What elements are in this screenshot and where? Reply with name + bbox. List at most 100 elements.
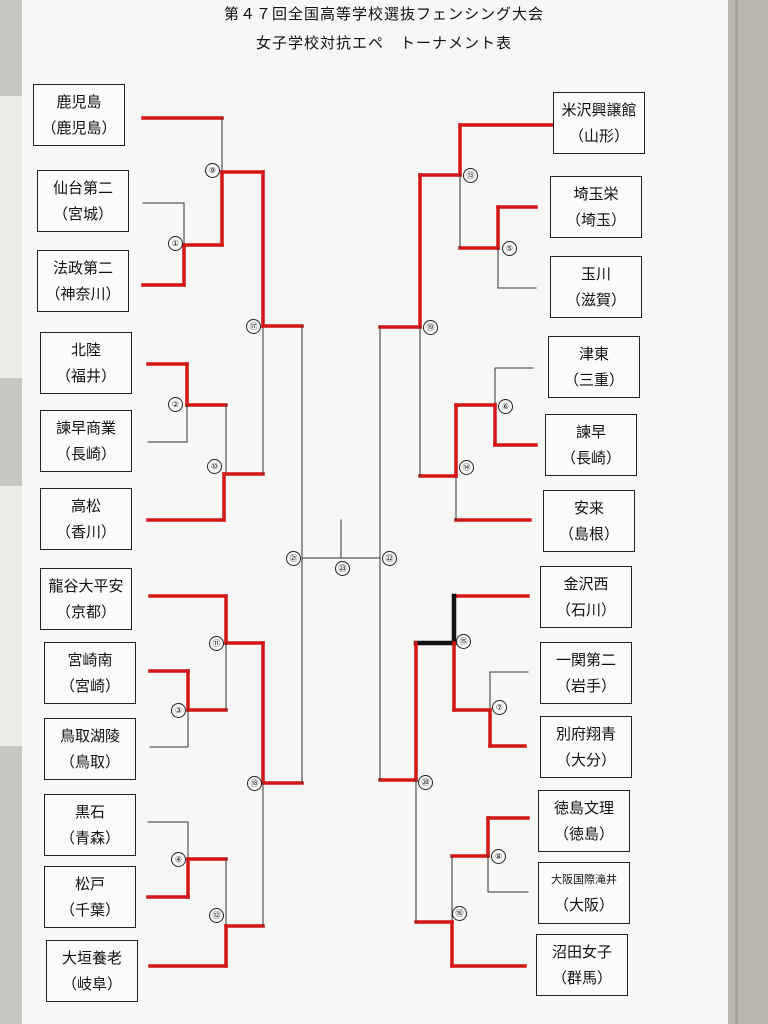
team-box: 高松 （香川） (40, 488, 132, 550)
match-number: ⑨ (205, 163, 220, 178)
team-name: 北陸 (70, 340, 101, 359)
team-name: 鳥取湖陵 (59, 726, 120, 745)
match-number: ⑧ (491, 849, 506, 864)
team-prefecture: （滋賀） (565, 290, 626, 309)
team-name: 法政第二 (52, 258, 113, 277)
team-prefecture: （長崎） (55, 444, 116, 463)
team-box: 米沢興譲館 （山形） (553, 92, 645, 154)
adjacent-sheet-edge (0, 96, 22, 378)
team-box: 別府翔青 （大分） (540, 716, 632, 778)
match-number: ⑮ (456, 634, 471, 649)
team-prefecture: （山形） (568, 126, 629, 145)
match-number: ㉓ (335, 561, 350, 576)
match-number: ⑥ (498, 399, 513, 414)
team-name: 宮崎南 (67, 650, 113, 669)
team-prefecture: （宮崎） (59, 676, 120, 695)
team-prefecture: （千葉） (59, 900, 120, 919)
match-number: ⑤ (502, 241, 517, 256)
team-box: 沼田女子 （群馬） (536, 934, 628, 996)
team-name: 諫早 (575, 422, 606, 441)
team-prefecture: （京都） (55, 602, 116, 621)
team-name: 沼田女子 (551, 942, 612, 961)
team-box: 大阪国際滝井（大阪） (538, 862, 630, 924)
team-box: 安来 （島根） (543, 490, 635, 552)
team-name: 玉川 (580, 264, 611, 283)
page-title: 第４７回全国高等学校選抜フェンシング大会 (223, 5, 544, 23)
team-prefecture: （岩手） (555, 676, 616, 695)
team-name: 津東 (578, 344, 609, 363)
team-box: 大垣養老 （岐阜） (46, 940, 138, 1002)
team-name: 徳島文理 (553, 798, 614, 817)
team-name: 黒石 (74, 802, 105, 821)
team-prefecture: （大分） (555, 750, 616, 769)
team-prefecture: （徳島） (553, 824, 614, 843)
team-box: 徳島文理 （徳島） (538, 790, 630, 852)
team-prefecture: （青森） (59, 828, 120, 847)
team-box: 松戸 （千葉） (44, 866, 136, 928)
team-box: 諫早 （長崎） (545, 414, 637, 476)
team-box: 北陸 （福井） (40, 332, 132, 394)
team-box: 玉川 （滋賀） (550, 256, 642, 318)
match-number: ㉒ (382, 551, 397, 566)
team-prefecture: （宮城） (52, 204, 113, 223)
team-prefecture: （埼玉） (565, 210, 626, 229)
team-box: 法政第二 （神奈川） (37, 250, 129, 312)
team-box: 鹿児島 （鹿児島） (33, 84, 125, 146)
team-prefecture: （神奈川） (45, 284, 121, 303)
match-number: ⑲ (423, 320, 438, 335)
team-name: 金沢西 (563, 574, 609, 593)
match-number: ⑫ (209, 908, 224, 923)
match-number: ⑱ (247, 776, 262, 791)
team-name: 別府翔青 (555, 724, 616, 743)
team-box: 龍谷大平安 （京都） (40, 568, 132, 630)
team-prefecture: （大阪） (553, 895, 614, 914)
team-prefecture: （石川） (555, 600, 616, 619)
match-number: ⑩ (207, 459, 222, 474)
team-box: 宮崎南 （宮崎） (44, 642, 136, 704)
team-prefecture: （三重） (563, 370, 624, 389)
match-number: ① (168, 236, 183, 251)
team-name: 一関第二 (555, 650, 616, 669)
match-number: ⑭ (459, 460, 474, 475)
team-prefecture: （香川） (55, 522, 116, 541)
match-number: ④ (171, 852, 186, 867)
match-number: ⑬ (463, 168, 478, 183)
team-name: 大垣養老 (61, 948, 122, 967)
match-number: ② (168, 397, 183, 412)
team-box: 仙台第二（宮城） (37, 170, 129, 232)
team-prefecture: （福井） (55, 366, 116, 385)
team-prefecture: （群馬） (551, 968, 612, 987)
match-number: ⑦ (492, 700, 507, 715)
team-box: 諫早商業 （長崎） (40, 410, 132, 472)
team-name: 安来 (573, 498, 604, 517)
team-prefecture: （岐阜） (61, 974, 122, 993)
team-prefecture: （長崎） (560, 448, 621, 467)
adjacent-sheet-edge (0, 486, 22, 746)
team-box: 鳥取湖陵 （鳥取） (44, 718, 136, 780)
concrete-wall (728, 0, 768, 1024)
team-name: 埼玉栄 (573, 184, 619, 203)
team-prefecture: （鳥取） (59, 752, 120, 771)
team-name: 米沢興譲館 (561, 100, 637, 119)
team-box: 黒石 （青森） (44, 794, 136, 856)
wall-seam (735, 0, 738, 1024)
page-subtitle: 女子学校対抗エペ トーナメント表 (255, 34, 512, 52)
team-box: 金沢西 （石川） (540, 566, 632, 628)
team-name: 龍谷大平安 (48, 576, 124, 595)
match-number: ⑯ (452, 906, 467, 921)
match-number: ㉑ (286, 551, 301, 566)
match-number: ③ (171, 703, 186, 718)
team-prefecture: （島根） (558, 524, 619, 543)
match-number: ⑳ (418, 775, 433, 790)
team-box: 一関第二 （岩手） (540, 642, 632, 704)
team-box: 埼玉栄 （埼玉） (550, 176, 642, 238)
team-name: 鹿児島 (56, 92, 102, 111)
team-name: 松戸 (74, 874, 105, 893)
team-prefecture: （鹿児島） (41, 118, 117, 137)
match-number: ⑪ (209, 636, 224, 651)
team-name: 諫早商業 (55, 418, 116, 437)
team-box: 津東 （三重） (548, 336, 640, 398)
team-name: 高松 (70, 496, 101, 515)
